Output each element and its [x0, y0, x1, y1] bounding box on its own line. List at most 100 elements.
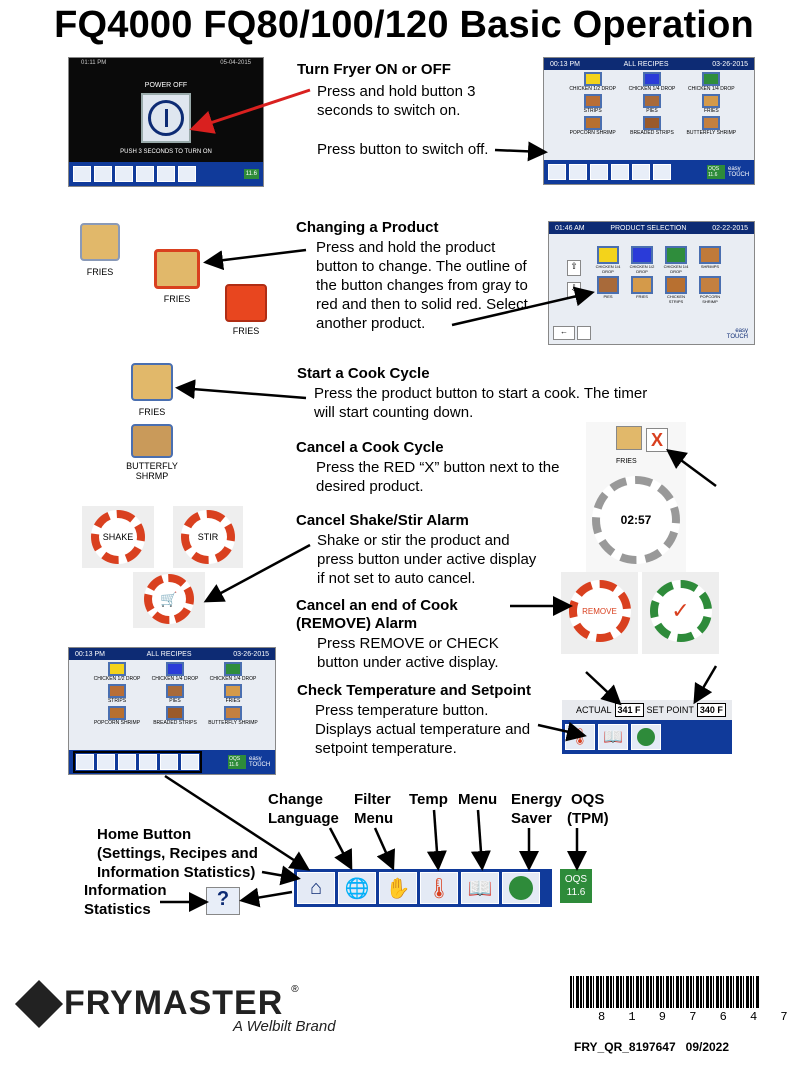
product-tile[interactable]: CHICKEN 1/4 DROP	[661, 246, 691, 274]
recipe-tile[interactable]: CHICKEN 1/4 DROP	[683, 72, 740, 92]
power-button[interactable]	[141, 93, 191, 143]
screen-title: ALL RECIPES	[146, 650, 192, 658]
product-tile[interactable]: SHRIMPS	[695, 246, 725, 274]
book-icon[interactable]	[157, 166, 175, 182]
fries-product-button[interactable]: FRIES	[128, 363, 176, 419]
cancel-text-1: Press the RED “X” button next to the	[316, 459, 560, 476]
globe-icon[interactable]	[569, 164, 587, 180]
basket-alarm-button[interactable]: 🛒	[133, 572, 205, 628]
code-text: FRY_QR_8197647	[574, 1040, 676, 1054]
legend-temp: Temp	[409, 791, 448, 808]
globe-icon[interactable]	[97, 754, 115, 770]
fries-label: FRIES	[616, 458, 637, 465]
product-tile[interactable]: PIES	[593, 276, 623, 304]
recipes-toolbar: OQS 11.6 easy TOUCH	[69, 750, 275, 774]
product-tile[interactable]: CHICKEN 1/4 DROP	[593, 246, 623, 274]
back-button[interactable]: ←	[553, 326, 575, 340]
book-icon[interactable]: 📖	[598, 724, 628, 750]
info-stats-button[interactable]: ?	[206, 887, 240, 915]
menu-button[interactable]: 📖	[461, 872, 499, 904]
power-hint: PUSH 3 SECONDS TO TURN ON	[120, 149, 212, 155]
screen-title: PRODUCT SELECTION	[610, 224, 687, 232]
temp-legend-arrow	[426, 809, 447, 871]
thermometer-icon[interactable]	[136, 166, 154, 182]
globe-icon[interactable]	[577, 326, 591, 340]
shake-label: SHAKE	[102, 532, 134, 542]
actual-temp: 341 F	[614, 703, 644, 717]
start-arrow	[175, 379, 307, 400]
recipe-tile[interactable]: BUTTERFLY SHRIMP	[205, 706, 261, 726]
leaf-icon[interactable]	[631, 724, 661, 750]
recipe-tile[interactable]: POPCORN SHRIMP	[89, 706, 145, 726]
product-tile[interactable]: POPCORN SHRIMP	[695, 276, 725, 304]
fries-mini-tile[interactable]	[616, 426, 642, 450]
brand-reg: ®	[291, 984, 299, 995]
recipe-tile[interactable]: PIES	[623, 94, 680, 114]
legend-filter-1: Filter	[354, 791, 391, 808]
barcode	[570, 976, 760, 1008]
home-icon[interactable]	[73, 166, 91, 182]
product-tile[interactable]: CHICKEN STRIPS	[661, 276, 691, 304]
brand-tagline: A Welbilt Brand	[233, 1018, 336, 1035]
power-text-1: Press and hold button 3	[317, 83, 476, 100]
home-icon[interactable]	[548, 164, 566, 180]
recipe-tile[interactable]: STRIPS	[89, 684, 145, 704]
setpoint-label: SET POINT	[646, 705, 694, 715]
recipe-tile[interactable]: POPCORN SHRIMP	[564, 116, 621, 136]
recipe-tile[interactable]: BREADED STRIPS	[623, 116, 680, 136]
cook-timer: 02:57	[592, 476, 680, 564]
home-icon[interactable]	[76, 754, 94, 770]
recipe-tile[interactable]: CHICKEN 1/4 DROP	[205, 662, 261, 682]
shake-heading: Cancel Shake/Stir Alarm	[296, 512, 469, 529]
leaf-icon[interactable]	[181, 754, 199, 770]
check-button[interactable]: ✓	[642, 572, 719, 654]
glove-icon[interactable]	[118, 754, 136, 770]
frymaster-mark-icon	[14, 979, 64, 1028]
filter-button[interactable]: ✋	[379, 872, 417, 904]
recipe-tile[interactable]: FRIES	[683, 94, 740, 114]
recipe-tile[interactable]: PIES	[147, 684, 203, 704]
globe-icon[interactable]	[94, 166, 112, 182]
recipe-tile[interactable]: FRIES	[205, 684, 261, 704]
thermometer-icon[interactable]	[611, 164, 629, 180]
screen-title: ALL RECIPES	[623, 60, 669, 68]
fries-tile-gray[interactable]: FRIES	[78, 223, 122, 285]
recipe-tile[interactable]: BUTTERFLY SHRIMP	[683, 116, 740, 136]
book-icon[interactable]	[632, 164, 650, 180]
screen-date: 03-26-2015	[712, 60, 748, 68]
basket-dial: 🛒	[144, 574, 194, 624]
start-heading: Start a Cook Cycle	[297, 365, 430, 382]
glove-icon[interactable]	[590, 164, 608, 180]
recipe-tile[interactable]: STRIPS	[564, 94, 621, 114]
legend-oqs-2: (TPM)	[567, 810, 609, 827]
fries-tile-solid[interactable]: FRIES	[222, 284, 270, 338]
leaf-icon[interactable]	[653, 164, 671, 180]
energy-saver-button[interactable]	[502, 872, 540, 904]
product-tile[interactable]: FRIES	[627, 276, 657, 304]
recipe-tile[interactable]: CHICKEN 1/2 DROP	[89, 662, 145, 682]
recipe-tile[interactable]: CHICKEN 1/2 DROP	[564, 72, 621, 92]
butterfly-shrimp-button[interactable]: BUTTERFLY SHRMP	[124, 424, 180, 486]
recipe-tile[interactable]: CHICKEN 1/4 DROP	[147, 662, 203, 682]
recipes-toolbar: OQS 11.6 easy TOUCH	[544, 160, 754, 184]
thermometer-icon[interactable]	[139, 754, 157, 770]
glove-icon: ✋	[385, 877, 411, 900]
cancel-arrow	[665, 449, 717, 488]
recipe-tile[interactable]: CHICKEN 1/4 DROP	[623, 72, 680, 92]
home-icon: ⌂	[309, 876, 323, 899]
recipe-tile[interactable]: BREADED STRIPS	[147, 706, 203, 726]
leaf-icon[interactable]	[178, 166, 196, 182]
glove-icon[interactable]	[115, 166, 133, 182]
temp-button[interactable]: 🌡	[420, 872, 458, 904]
scroll-up-button[interactable]: ⇧	[567, 260, 581, 276]
fries-tile-outline[interactable]: FRIES	[152, 249, 202, 307]
cancel-x-button[interactable]: X	[646, 428, 668, 452]
book-icon[interactable]	[160, 754, 178, 770]
globe-icon: 🌐	[344, 877, 370, 900]
home-button[interactable]: ⌂	[297, 872, 335, 904]
language-button[interactable]: 🌐	[338, 872, 376, 904]
power-text-3: Press button to switch off.	[317, 141, 489, 158]
product-tile[interactable]: CHICKEN 1/2 DROP	[627, 246, 657, 274]
